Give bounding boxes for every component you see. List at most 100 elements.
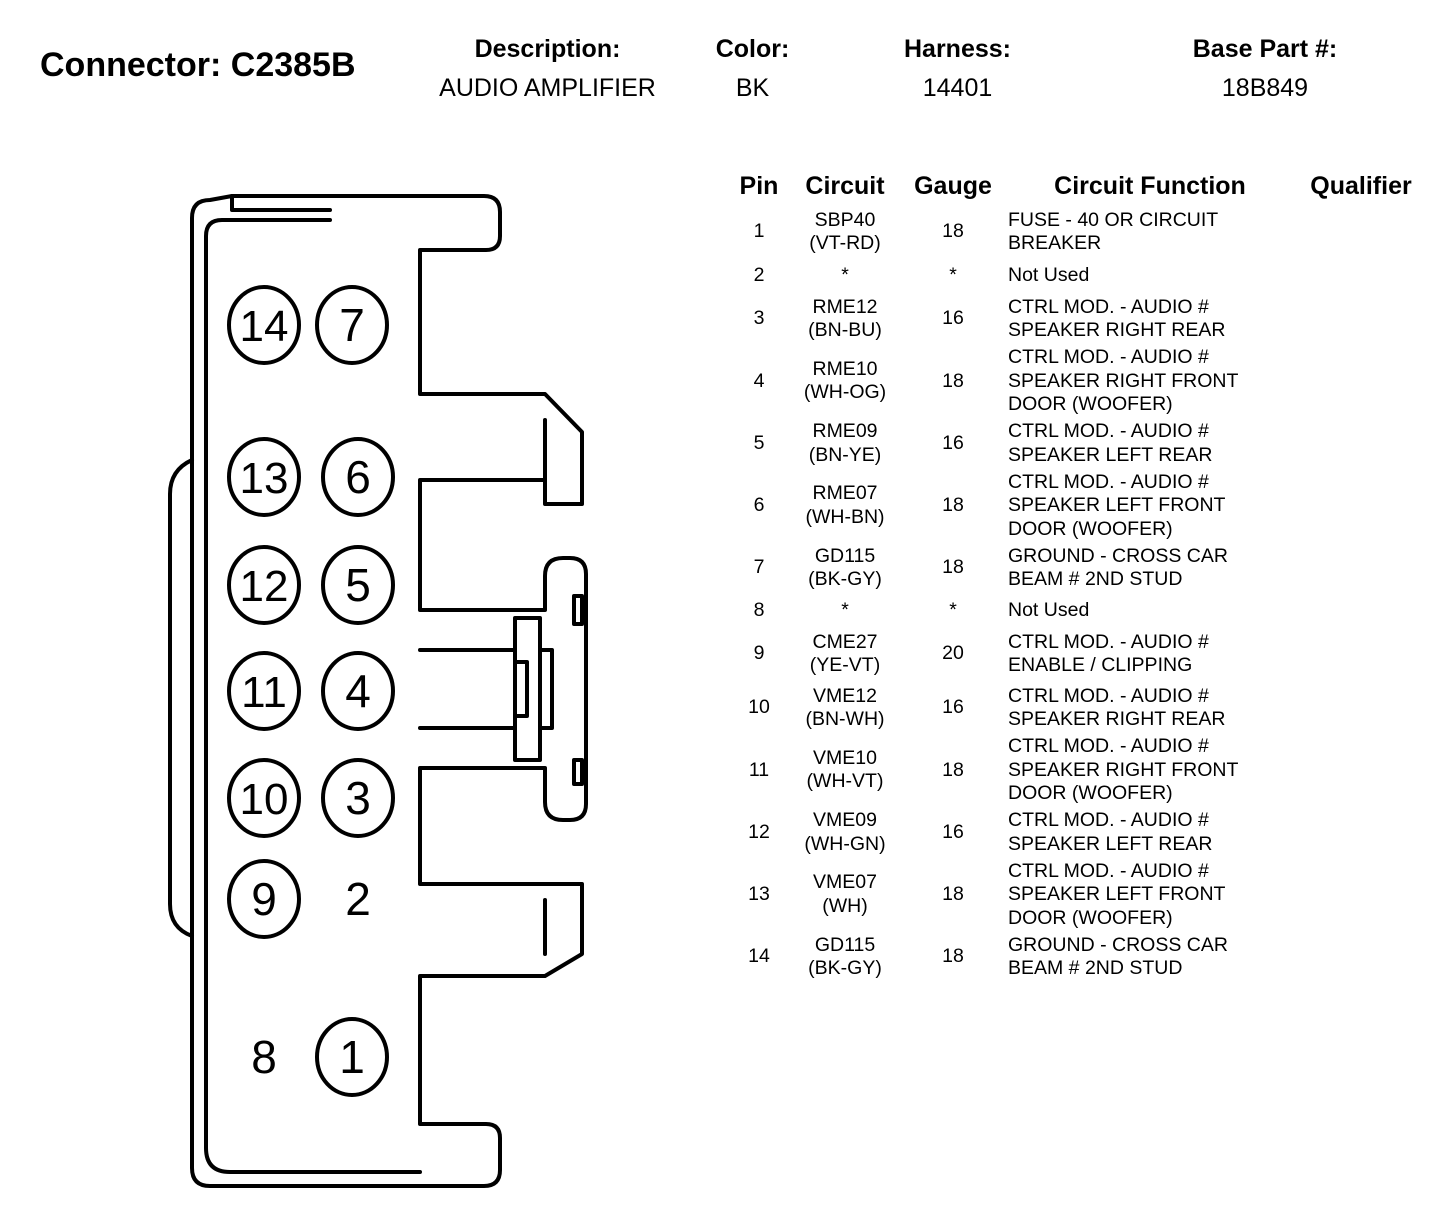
pin-cell: 1 (753, 220, 765, 243)
pin-circle (227, 285, 301, 365)
pin-table: Pin Circuit Gauge Circuit Function Quali… (732, 168, 1424, 984)
base-part-block: Base Part #: 18B849 (1170, 34, 1360, 103)
pin-circle (321, 758, 395, 838)
pin-number-label: 14 (240, 302, 289, 351)
circuit-function-cell: CTRL MOD. - AUDIO # SPEAKER LEFT FRONT D… (1008, 470, 1226, 540)
pin-circle (227, 437, 301, 517)
gauge-cell: 18 (942, 945, 964, 968)
pin-cavity-13: 13 (227, 437, 301, 517)
pin-number-label: 10 (240, 775, 289, 824)
qualifier-cell (1298, 541, 1424, 595)
pin-cavity-14: 14 (227, 285, 301, 365)
pin-cavities: 14 7 13 6 12 5 11 4 10 39 2 8 1 (227, 285, 395, 1097)
table-row: 11 VME10 (WH-VT) 18 CTRL MOD. - AUDIO # SPE… (732, 735, 1424, 806)
circuit-function-cell: CTRL MOD. - AUDIO # SPEAKER LEFT FRONT D… (1008, 859, 1226, 929)
connector-title: Connector: C2385B (40, 46, 356, 84)
circuit-function-cell: GROUND - CROSS CAR BEAM # 2ND STUD (1008, 933, 1228, 980)
pin-cell: 11 (748, 758, 770, 781)
circuit-cell: RME10 (WH-OG) (803, 357, 887, 404)
circuit-cell: GD115 (BK-GY) (808, 933, 882, 980)
col-header-gauge: Gauge (914, 171, 992, 200)
gauge-cell: 16 (942, 307, 964, 330)
circuit-cell: CME27 (YE-VT) (809, 630, 881, 677)
pin-cell: 4 (753, 369, 765, 392)
qualifier-cell (1298, 595, 1424, 627)
gauge-cell: * (949, 599, 957, 622)
circuit-function-cell: Not Used (1008, 599, 1090, 622)
pin-number-label: 1 (339, 1031, 365, 1083)
gauge-cell: 16 (942, 820, 964, 843)
pin-number-label: 2 (345, 873, 371, 925)
gauge-cell: 18 (942, 758, 964, 781)
pin-number-label: 6 (345, 451, 371, 503)
pin-cell: 9 (753, 642, 765, 665)
pin-number-label: 7 (339, 299, 365, 351)
circuit-cell: VME10 (WH-VT) (806, 746, 884, 793)
gauge-cell: 16 (942, 431, 964, 454)
pin-cavity-8: 8 (251, 1031, 277, 1083)
qualifier-cell (1298, 627, 1424, 681)
qualifier-cell (1298, 346, 1424, 417)
pin-number-label: 9 (251, 873, 277, 925)
qualifier-cell (1298, 681, 1424, 735)
gauge-cell: 16 (942, 696, 964, 719)
gauge-cell: 18 (942, 220, 964, 243)
color-label: Color: (715, 35, 790, 63)
pin-number-label: 5 (345, 559, 371, 611)
qualifier-cell (1298, 292, 1424, 346)
pin-cavity-7: 7 (315, 285, 389, 365)
pin-number-label: 12 (240, 562, 289, 611)
pin-circle (321, 545, 395, 625)
circuit-function-cell: CTRL MOD. - AUDIO # SPEAKER RIGHT FRONT … (1008, 346, 1239, 415)
gauge-cell: 20 (942, 642, 964, 665)
pin-cavity-6: 6 (321, 437, 395, 517)
pin-cavity-11: 11 (227, 651, 301, 731)
pin-circle (227, 758, 301, 838)
qualifier-cell (1298, 204, 1424, 260)
pin-circle (227, 651, 301, 731)
circuit-function-cell: FUSE - 40 OR CIRCUIT BREAKER (1008, 208, 1218, 255)
connector-face-diagram: 14 7 13 6 12 5 11 4 10 39 2 8 1 (168, 194, 588, 1188)
qualifier-cell (1298, 260, 1424, 292)
pin-cavity-1: 1 (315, 1017, 389, 1097)
gauge-cell: * (949, 264, 957, 287)
base-part-label: Base Part #: (1192, 35, 1338, 63)
circuit-function-cell: CTRL MOD. - AUDIO # SPEAKER RIGHT FRONT … (1008, 735, 1239, 804)
circuit-function-cell: CTRL MOD. - AUDIO # SPEAKER LEFT REAR (1008, 420, 1213, 466)
gauge-cell: 18 (942, 494, 964, 516)
pin-circle (321, 437, 395, 517)
pin-number-label: 11 (241, 668, 287, 717)
qualifier-cell (1298, 930, 1424, 984)
circuit-cell: VME07 (WH) (813, 871, 877, 917)
pin-cavity-12: 12 (227, 545, 301, 625)
pin-circle (227, 545, 301, 625)
description-value: AUDIO AMPLIFIER (439, 74, 656, 102)
circuit-function-cell: GROUND - CROSS CAR BEAM # 2ND STUD (1008, 544, 1228, 591)
circuit-function-cell: Not Used (1008, 264, 1090, 287)
pin-cavity-9: 9 (227, 859, 301, 939)
circuit-cell: RME12 (BN-BU) (808, 295, 882, 342)
qualifier-cell (1298, 471, 1424, 542)
circuit-cell: VME12 (BN-WH) (805, 684, 885, 731)
pin-cell: 5 (753, 431, 765, 454)
qualifier-cell (1298, 417, 1424, 471)
qualifier-cell (1298, 735, 1424, 806)
circuit-function-cell: CTRL MOD. - AUDIO # SPEAKER RIGHT REAR (1008, 684, 1226, 731)
color-value: BK (735, 74, 770, 102)
pin-cavity-3: 3 (321, 758, 395, 838)
pin-cell: 10 (748, 696, 770, 719)
pin-circle (227, 859, 301, 939)
pin-number-label: 8 (251, 1031, 277, 1083)
qualifier-cell (1298, 806, 1424, 860)
pin-number-label: 13 (240, 454, 289, 503)
pin-cell: 6 (753, 494, 765, 516)
pin-number-label: 4 (345, 665, 371, 717)
